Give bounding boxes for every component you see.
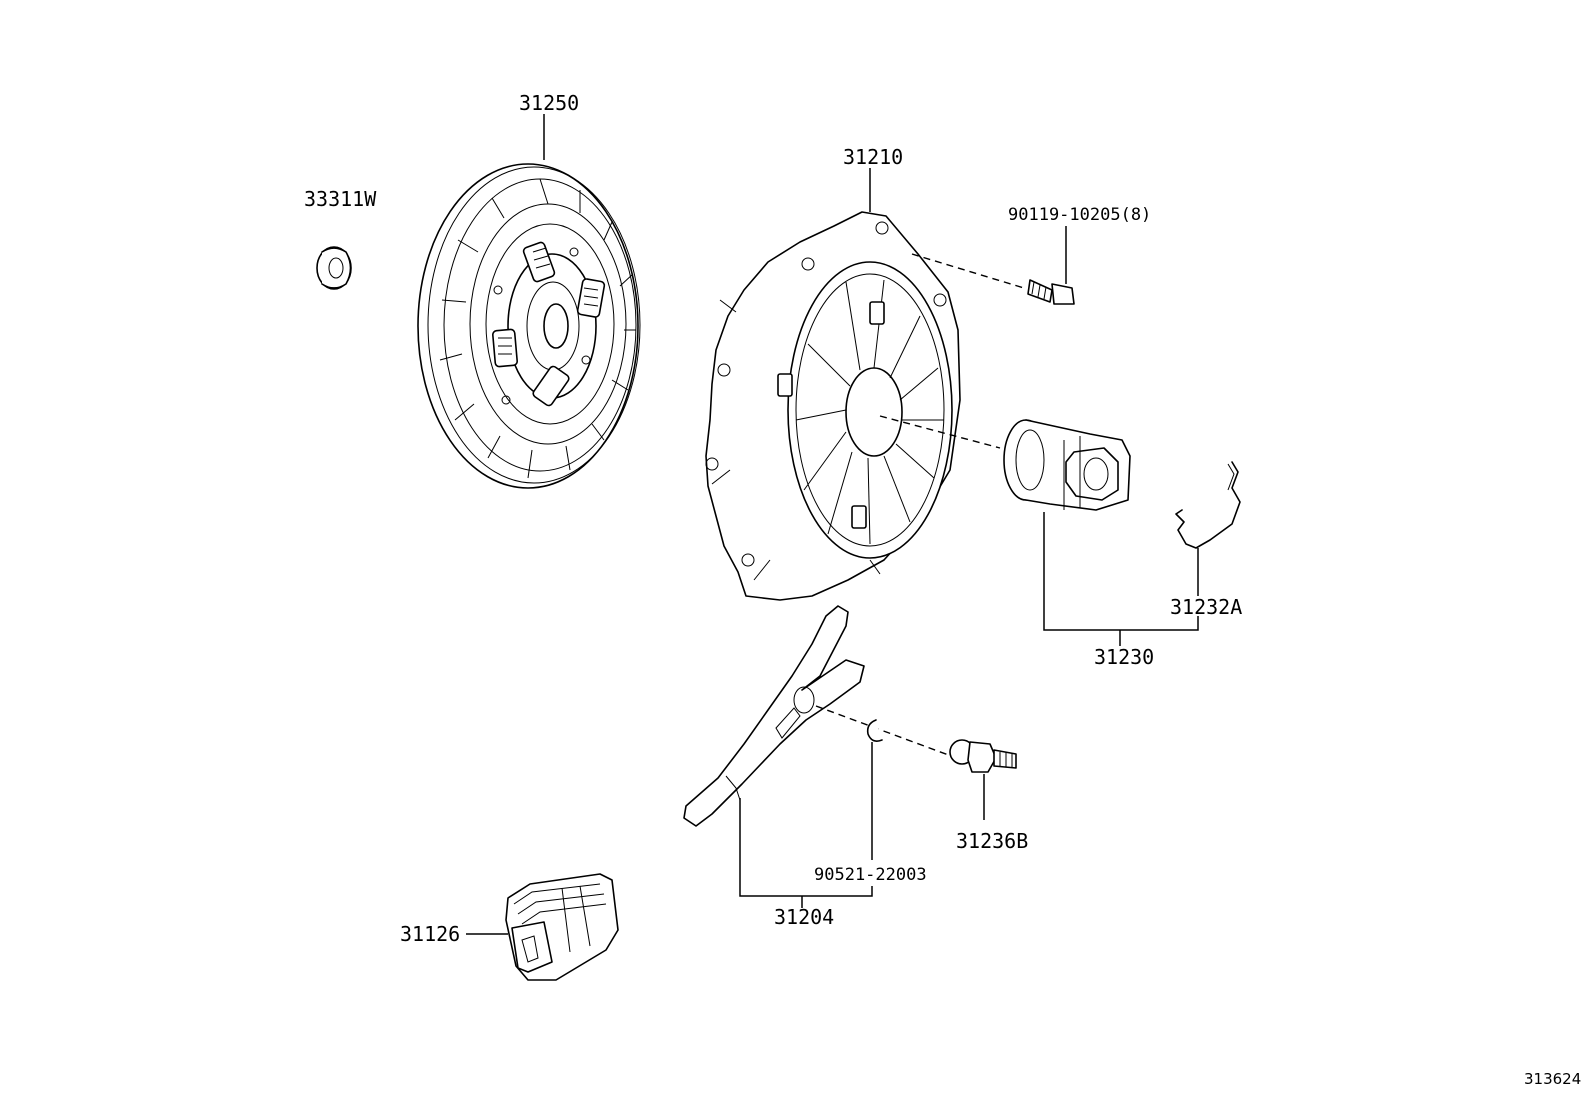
figure-number: 313624 bbox=[1524, 1070, 1581, 1088]
label-90521: 90521-22003 bbox=[814, 865, 927, 885]
label-31236B: 31236B bbox=[956, 829, 1028, 853]
dash-bearing bbox=[879, 415, 1001, 449]
clutch-disc-31250 bbox=[417, 163, 641, 489]
clip-31232A bbox=[1175, 461, 1241, 549]
fork-clip-90521 bbox=[866, 719, 883, 742]
label-31210: 31210 bbox=[843, 145, 903, 169]
dash-bolt bbox=[911, 253, 1025, 289]
label-31250: 31250 bbox=[519, 91, 579, 115]
dash-fork bbox=[815, 705, 963, 761]
label-90119: 90119-10205(8) bbox=[1008, 205, 1151, 225]
bracket-31230 bbox=[1043, 512, 1199, 631]
label-33311W: 33311W bbox=[304, 187, 377, 211]
bolt-90119 bbox=[1027, 279, 1075, 305]
release-bearing-31230 bbox=[1003, 419, 1131, 511]
label-31126: 31126 bbox=[400, 922, 460, 946]
label-31204: 31204 bbox=[774, 905, 834, 929]
pivot-stud-31236B bbox=[949, 739, 1017, 773]
pilot-bearing-33311W bbox=[316, 246, 352, 290]
bracket-31204 bbox=[739, 798, 873, 897]
fork-boot-31126 bbox=[505, 873, 619, 981]
release-fork-31204 bbox=[683, 605, 865, 827]
label-31232A: 31232A bbox=[1170, 595, 1242, 619]
label-31230: 31230 bbox=[1094, 645, 1154, 669]
clutch-cover-31210 bbox=[705, 211, 961, 601]
